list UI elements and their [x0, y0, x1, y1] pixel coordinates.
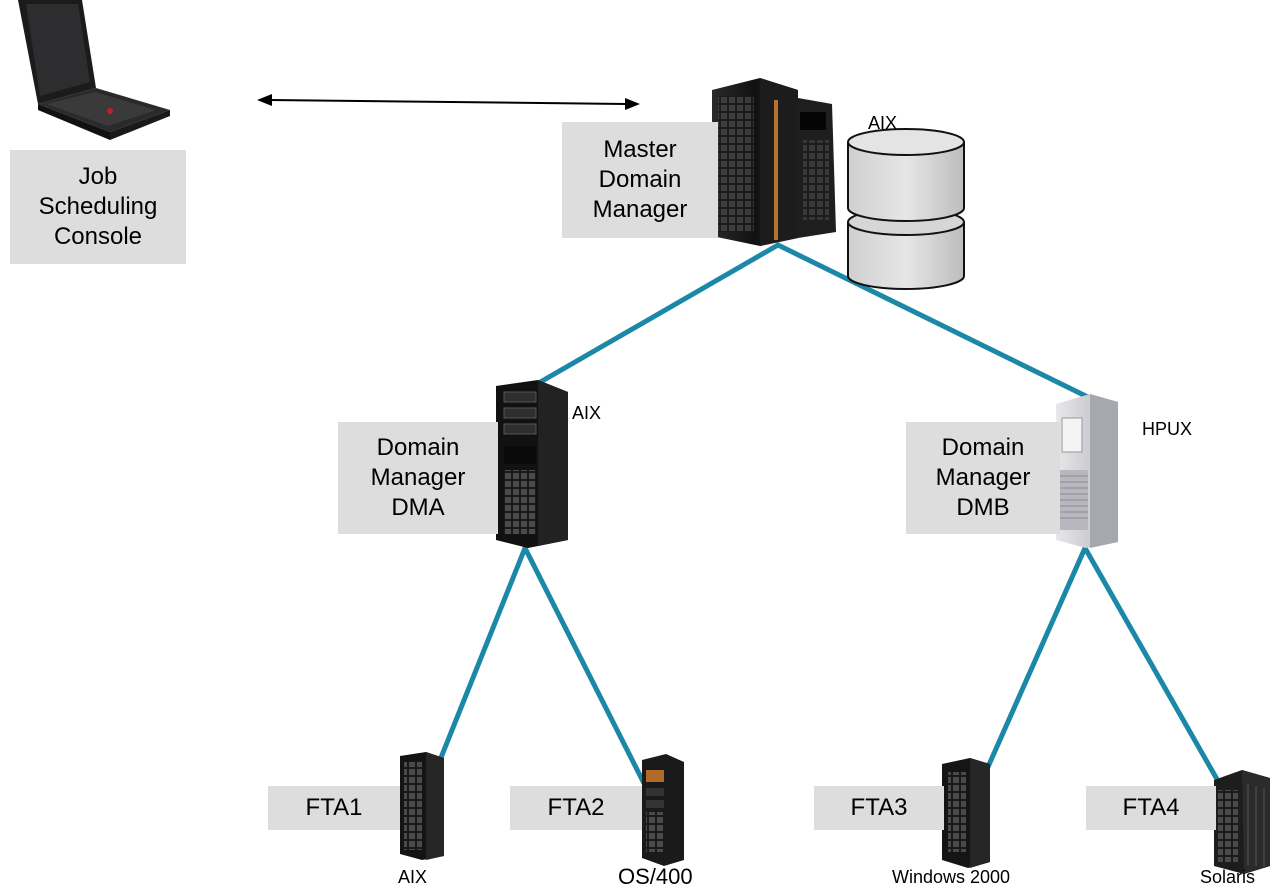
- dma-os-label: AIX: [572, 403, 602, 423]
- mainframe-server-icon: [712, 78, 836, 246]
- console-label: Job Scheduling Console: [10, 150, 186, 264]
- connection-lines: [415, 242, 1233, 818]
- link-dmb-fta4: [1082, 545, 1233, 805]
- database-icon: [847, 128, 965, 290]
- dmb-os-label: HPUX: [1142, 419, 1193, 439]
- fta4-label: FTA4: [1086, 786, 1216, 830]
- fta4-os-label: Solaris: [1200, 867, 1256, 887]
- fta3-label: FTA3: [814, 786, 944, 830]
- tower-server-icon-dmb: [1056, 394, 1118, 548]
- tower-server-icon-dma: [496, 380, 568, 548]
- laptop-icon: [18, 0, 170, 140]
- fta2-label: FTA2: [510, 786, 642, 830]
- rack-server-icon-fta1: [400, 752, 444, 860]
- domain-manager-dmb-label: Domain Manager DMB: [906, 422, 1060, 534]
- server-icon-fta3: [942, 758, 990, 868]
- link-dma-fta2: [522, 545, 663, 818]
- fta2-os-label: OS/400: [618, 864, 693, 889]
- fta3-os-label: Windows 2000: [892, 867, 1011, 887]
- link-master-dmb: [775, 242, 1103, 406]
- master-os-label: AIX: [868, 113, 898, 133]
- fta1-os-label: AIX: [398, 867, 428, 887]
- domain-manager-dma-label: Domain Manager DMA: [338, 422, 498, 534]
- fta1-label: FTA1: [268, 786, 400, 830]
- server-icon-fta4: [1214, 770, 1270, 874]
- link-master-dma: [527, 242, 781, 391]
- bidirectional-arrow: [257, 94, 640, 110]
- master-domain-manager-label: Master Domain Manager: [562, 122, 718, 238]
- server-icon-fta2: [642, 754, 684, 866]
